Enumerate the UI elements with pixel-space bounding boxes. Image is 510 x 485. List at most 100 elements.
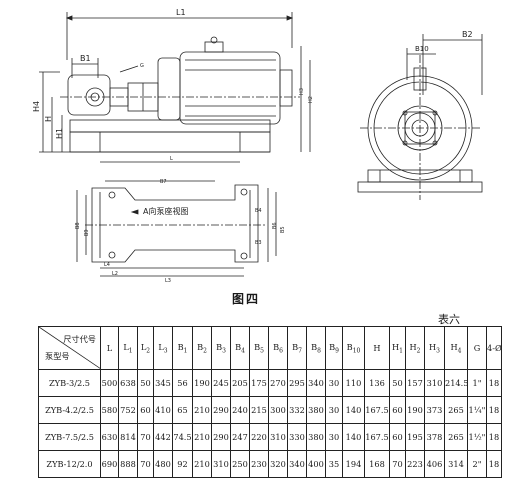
column-header-base: B <box>177 341 184 352</box>
dim-label-B4: B4 <box>255 208 262 214</box>
column-header-base: L <box>106 343 113 353</box>
column-header: L1 <box>118 326 138 370</box>
table-corner-cell: 尺寸代号 泵型号 <box>38 326 101 370</box>
value-cell: 223 <box>405 450 425 478</box>
value-cell: 378 <box>424 423 445 451</box>
dim-label-B3: B3 <box>255 240 262 246</box>
view-title: A向泵座视图 <box>143 206 188 216</box>
model-cell: ZYB-12/2.0 <box>38 450 101 478</box>
value-cell: 638 <box>118 369 138 397</box>
value-cell: 310 <box>211 450 231 478</box>
column-header: L <box>100 326 119 370</box>
value-cell: 50 <box>137 369 154 397</box>
column-header-base: B <box>273 341 280 352</box>
value-cell: 500 <box>100 369 119 397</box>
value-cell: 400 <box>306 450 326 478</box>
dim-label-B5: B5 <box>280 226 286 233</box>
column-header-base: B <box>235 341 242 352</box>
column-header-base: H <box>392 341 400 352</box>
column-header-subscript: 1 <box>128 347 133 355</box>
value-cell: 50 <box>389 369 406 397</box>
column-header: B6 <box>268 326 288 370</box>
column-header-subscript: 2 <box>146 347 151 355</box>
value-cell: 265 <box>444 423 468 451</box>
value-cell: 70 <box>137 450 154 478</box>
dim-label-B8: B8 <box>75 222 81 229</box>
column-header: L2 <box>137 326 154 370</box>
value-cell: 18 <box>486 423 502 451</box>
value-cell: 2" <box>467 450 487 478</box>
value-cell: 30 <box>325 396 343 424</box>
value-cell: 65 <box>172 396 193 424</box>
column-header-subscript: 7 <box>298 347 302 355</box>
column-header-subscript: 3 <box>163 347 168 355</box>
value-cell: 157 <box>405 369 425 397</box>
base-plan-view: B7 A向泵座视图 B8 B9 B6 B5 B4 B3 L4 L3 L2 <box>75 179 286 284</box>
value-cell: 247 <box>230 423 250 451</box>
value-cell: 630 <box>100 423 119 451</box>
value-cell: 60 <box>137 396 154 424</box>
value-cell: 314 <box>444 450 468 478</box>
corner-top-label: 尺寸代号 <box>63 334 96 344</box>
table-number: 表六 <box>438 313 460 326</box>
value-cell: 320 <box>268 450 288 478</box>
value-cell: 18 <box>486 396 502 424</box>
value-cell: 814 <box>118 423 138 451</box>
value-cell: 70 <box>137 423 154 451</box>
value-cell: 310 <box>424 369 445 397</box>
value-cell: 230 <box>249 450 269 478</box>
column-header: H2 <box>405 326 425 370</box>
dim-label-H1: H1 <box>55 128 64 139</box>
column-header-subscript: 4 <box>241 347 245 355</box>
corner-diagonal <box>39 327 100 369</box>
column-header-base: H <box>373 343 381 353</box>
column-header-subscript: 2 <box>203 347 207 355</box>
value-cell: 215 <box>249 396 269 424</box>
value-cell: 136 <box>364 369 390 397</box>
value-cell: 330 <box>287 423 307 451</box>
dim-label-L: L <box>170 156 173 162</box>
value-cell: 92 <box>172 450 193 478</box>
value-cell: 245 <box>211 369 231 397</box>
column-header: H4 <box>444 326 468 370</box>
value-cell: 60 <box>389 396 406 424</box>
value-cell: 1" <box>467 369 487 397</box>
column-header: B5 <box>249 326 269 370</box>
column-header-base: L <box>140 341 147 352</box>
column-header-base: H <box>429 341 437 352</box>
value-cell: 406 <box>424 450 445 478</box>
value-cell: 310 <box>268 423 288 451</box>
column-header: 4-Ø <box>486 326 502 370</box>
column-header-subscript: 1 <box>183 347 188 355</box>
value-cell: 752 <box>118 396 138 424</box>
column-header: B2 <box>192 326 212 370</box>
pump-dimension-drawing: L1 B1 G H4 H H1 <box>32 8 483 284</box>
column-header-base: 4-Ø <box>487 343 502 353</box>
value-cell: 168 <box>364 450 390 478</box>
value-cell: 18 <box>486 369 502 397</box>
value-cell: 265 <box>444 396 468 424</box>
value-cell: 194 <box>342 450 365 478</box>
value-cell: 175 <box>249 369 269 397</box>
dim-label-B2: B2 <box>462 30 473 39</box>
value-cell: 18 <box>486 450 502 478</box>
column-header: G <box>467 326 487 370</box>
column-header: H1 <box>389 326 406 370</box>
value-cell: 210 <box>192 396 212 424</box>
value-cell: 250 <box>230 450 250 478</box>
value-cell: 270 <box>268 369 288 397</box>
column-header: B9 <box>325 326 343 370</box>
value-cell: 30 <box>325 369 343 397</box>
column-header: B8 <box>306 326 326 370</box>
dim-label-B7-top: B7 <box>160 179 167 185</box>
column-header-base: H <box>450 341 458 352</box>
value-cell: 480 <box>153 450 173 478</box>
value-cell: 332 <box>287 396 307 424</box>
column-header: L3 <box>153 326 173 370</box>
dim-label-G: G <box>140 63 144 69</box>
column-header-base: L <box>158 341 164 352</box>
value-cell: 888 <box>118 450 138 478</box>
value-cell: 140 <box>342 396 365 424</box>
